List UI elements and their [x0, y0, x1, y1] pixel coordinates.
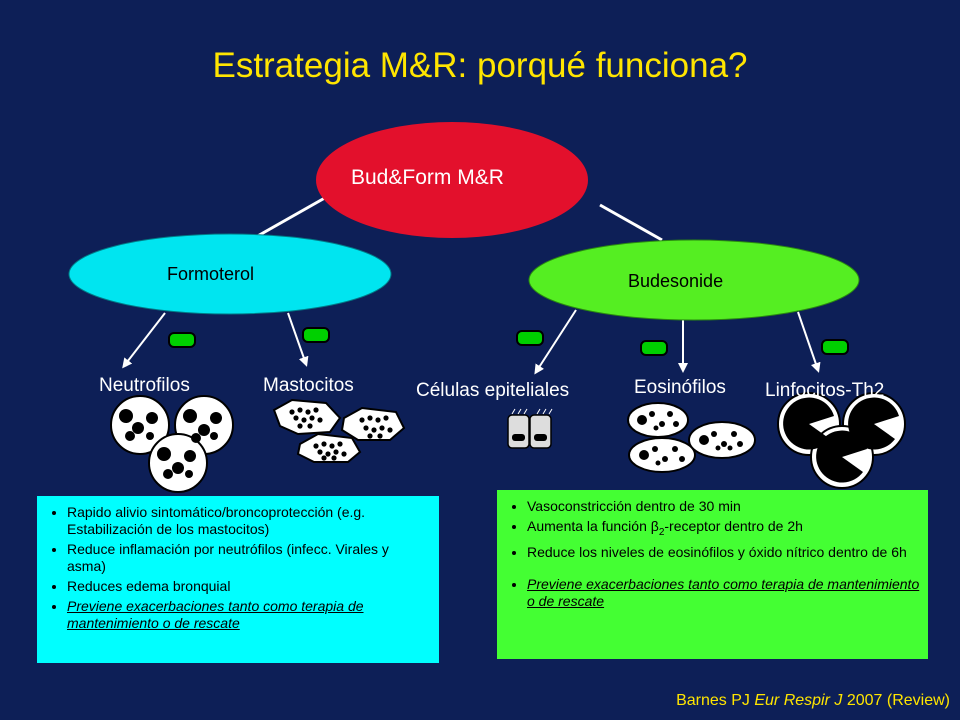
- list-item: Reduce inflamación por neutrófilos (infe…: [67, 541, 431, 575]
- minus-icon-linfocitos: [821, 339, 849, 355]
- cell-label-linfocitos: Linfocitos-Th2: [765, 380, 885, 401]
- eosinophil-cells-icon: [627, 402, 756, 473]
- node-root-ellipse: [316, 122, 588, 238]
- list-item: Previene exacerbaciones tanto como terap…: [527, 576, 920, 610]
- formoterol-effects-list: Rapido alivio sintomático/broncoprotecci…: [37, 504, 431, 632]
- epithelial-cells-icon: [507, 408, 553, 449]
- arrow-to-epiteliales: [534, 309, 577, 375]
- citation: Barnes PJ Eur Respir J 2007 (Review): [676, 692, 950, 710]
- citation-authors: Barnes PJ: [676, 692, 755, 709]
- minus-icon-neutrofilos: [168, 332, 196, 348]
- list-item: Vasoconstricción dentro de 30 min: [527, 498, 920, 515]
- connector-root-budesonide: [599, 203, 663, 242]
- formoterol-effects-box: Rapido alivio sintomático/broncoprotecci…: [37, 496, 439, 663]
- node-budesonide-ellipse: [528, 239, 860, 321]
- node-budesonide-label: Budesonide: [628, 271, 724, 291]
- arrow-to-neutrofilos: [122, 312, 166, 369]
- node-formoterol-ellipse: [68, 233, 392, 315]
- lymphocyte-cells-icon: [777, 392, 906, 489]
- minus-icon-mastocitos: [302, 327, 330, 343]
- budesonide-effects-box: Vasoconstricción dentro de 30 min Aument…: [497, 490, 928, 659]
- minus-icon-eosinofilos: [640, 340, 668, 356]
- citation-journal: Eur Respir J: [754, 692, 843, 709]
- citation-rest: 2007 (Review): [842, 692, 950, 709]
- node-root-label: Bud&Form M&R: [351, 166, 504, 189]
- arrow-to-linfocitos: [797, 311, 821, 373]
- cell-label-neutrofilos: Neutrofilos: [99, 375, 190, 396]
- neutrophil-cells-icon: [110, 395, 234, 493]
- list-item: Reduce los niveles de eosinófilos y óxid…: [527, 544, 920, 561]
- minus-icon-epiteliales: [516, 330, 544, 346]
- list-item: Rapido alivio sintomático/broncoprotecci…: [67, 504, 431, 538]
- cell-label-eosinofilos: Eosinófilos: [634, 377, 726, 398]
- list-item: Reduces edema bronquial: [67, 578, 431, 595]
- mast-cells-icon: [272, 398, 406, 463]
- node-formoterol-label: Formoterol: [167, 264, 255, 284]
- cell-label-epiteliales: Células epiteliales: [416, 380, 570, 401]
- list-item: Aumenta la función β2-receptor dentro de…: [527, 518, 920, 541]
- beta-subscript: 2: [658, 526, 665, 538]
- beta-symbol: β: [650, 518, 659, 534]
- slide-title: Estrategia M&R: porqué funciona?: [212, 46, 748, 85]
- budesonide-effects-list: Vasoconstricción dentro de 30 min Aument…: [497, 498, 920, 610]
- arrow-to-mastocitos: [287, 312, 309, 367]
- list-item: Previene exacerbaciones tanto como terap…: [67, 598, 431, 632]
- beta-receptor-prefix: Aumenta la función: [527, 518, 651, 534]
- beta-receptor-suffix: -receptor dentro de 2h: [664, 518, 803, 534]
- cell-label-mastocitos: Mastocitos: [263, 375, 354, 396]
